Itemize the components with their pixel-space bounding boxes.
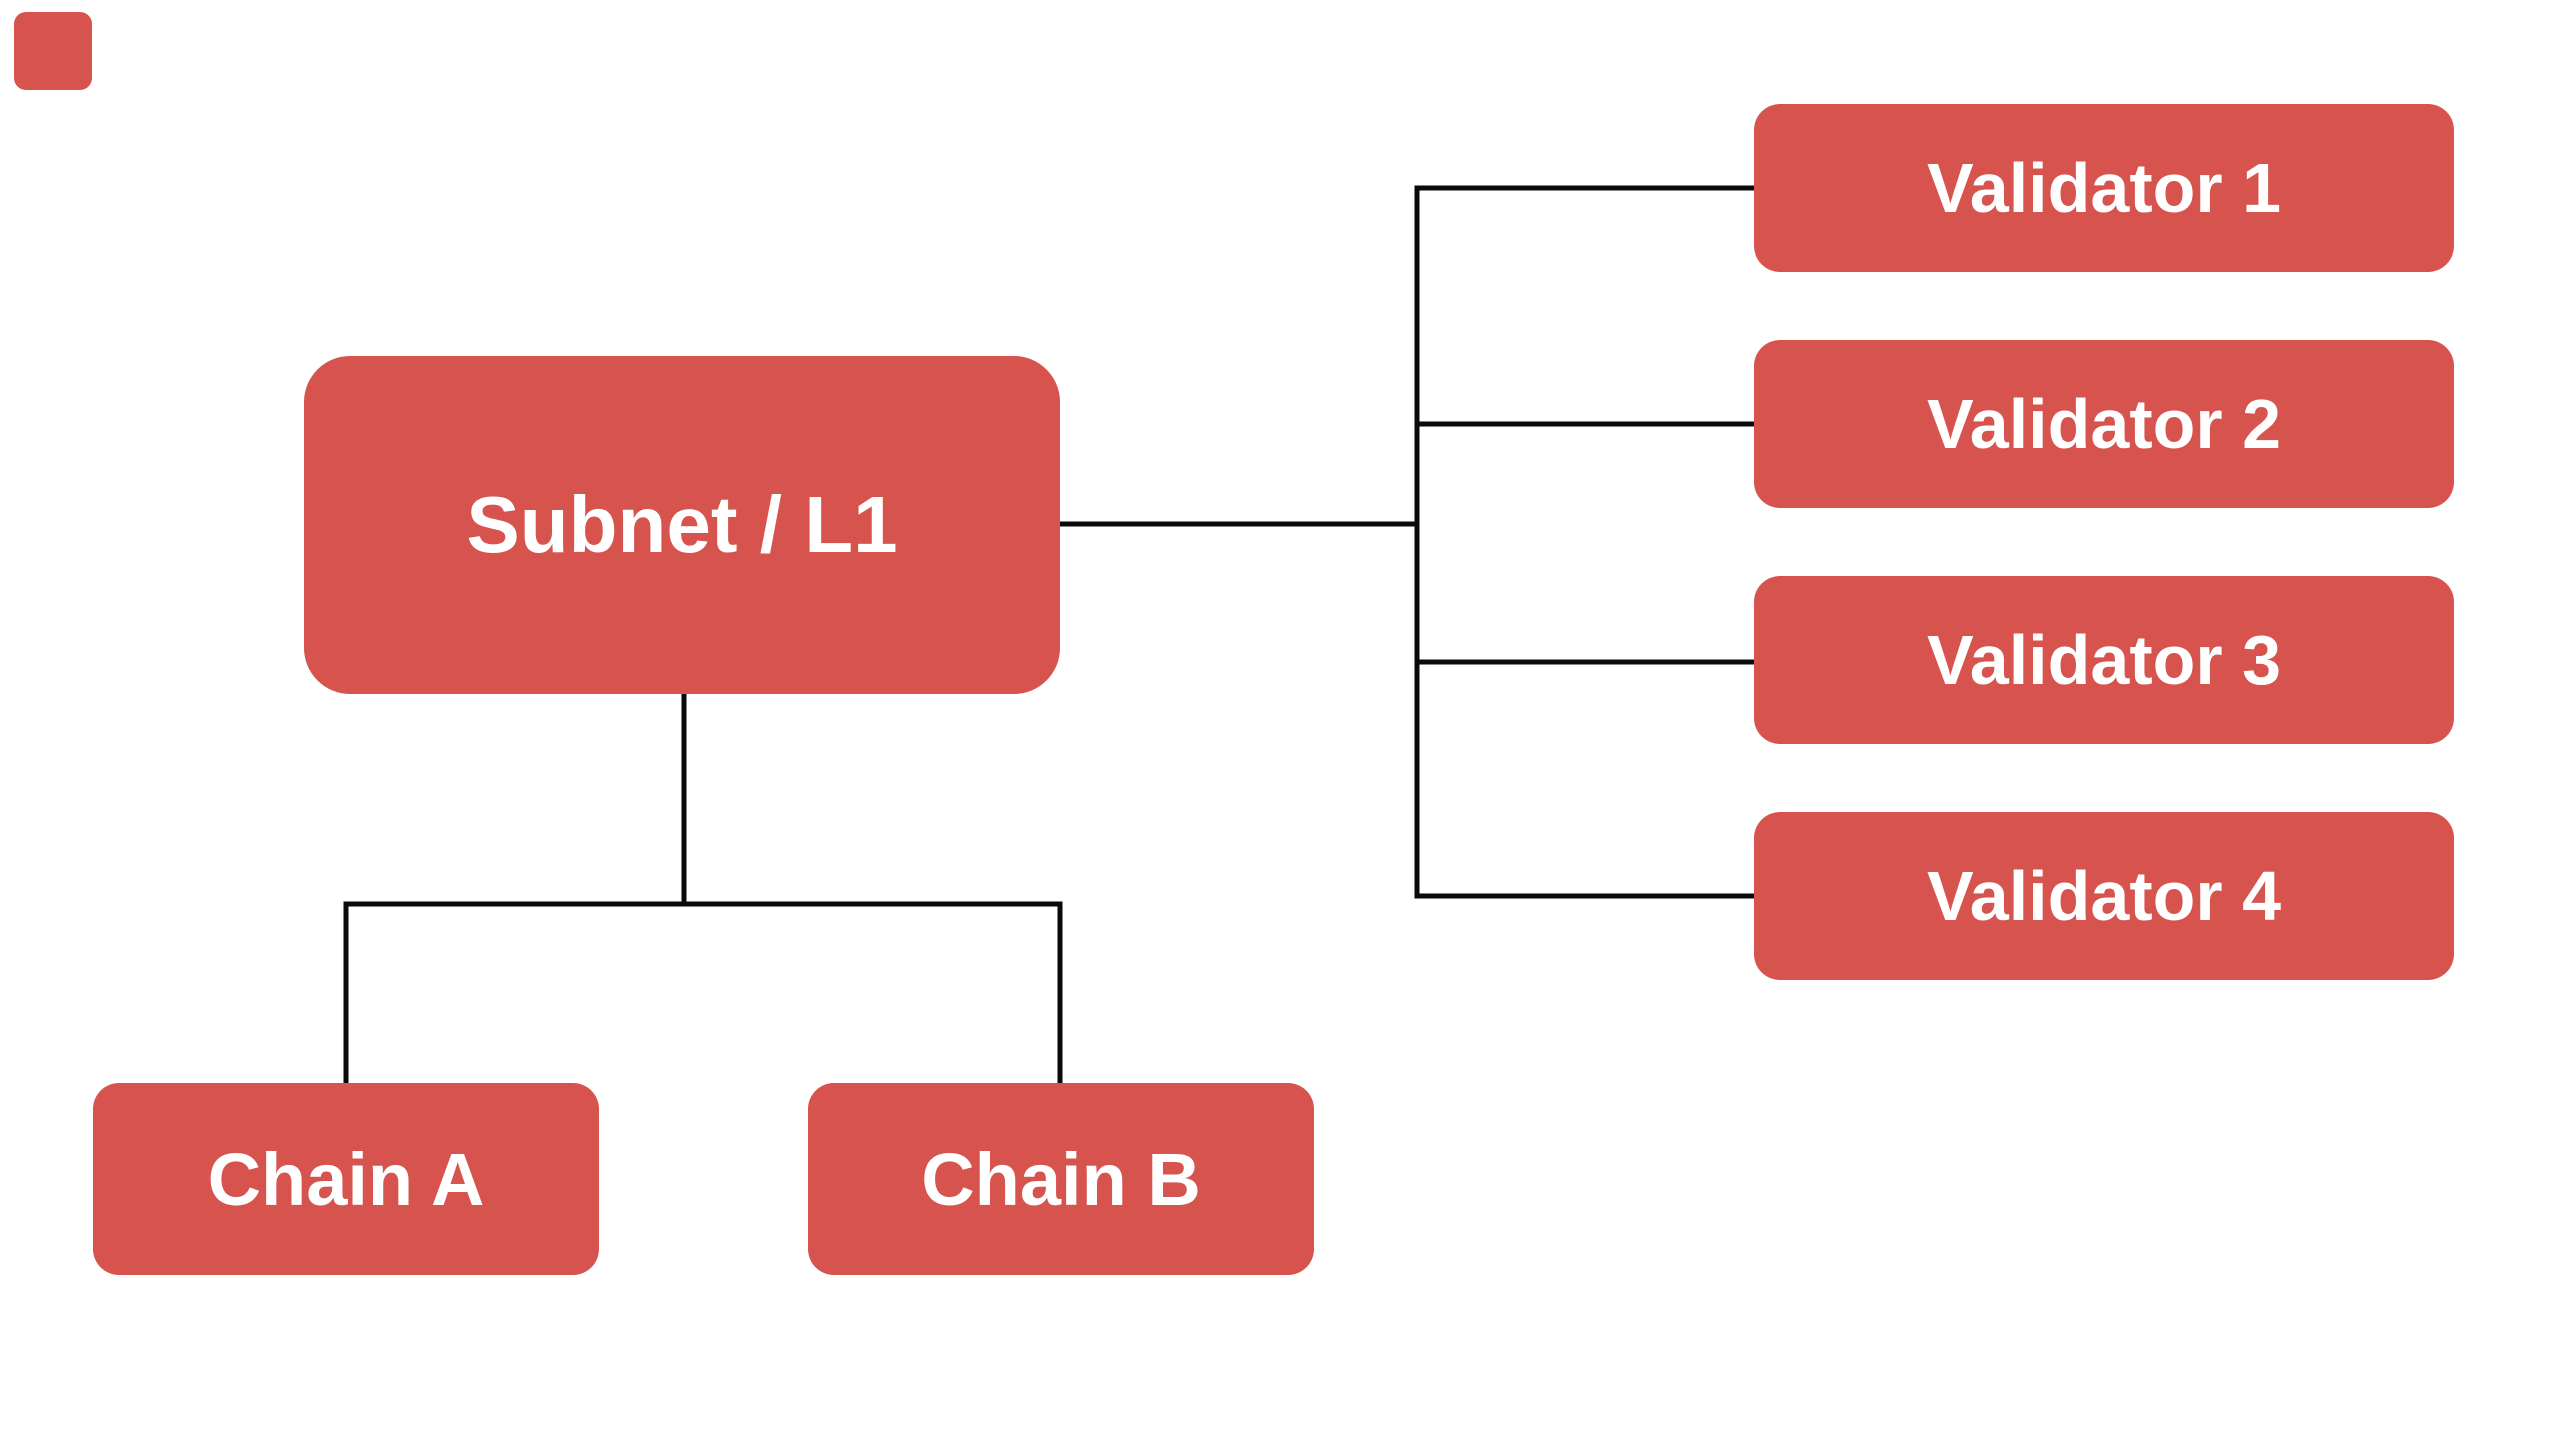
node-validator-4-label: Validator 4 xyxy=(1926,857,2282,935)
node-validator-1-label: Validator 1 xyxy=(1926,149,2282,227)
node-chain-a-label: Chain A xyxy=(207,1137,485,1221)
node-subnet-l1-label: Subnet / L1 xyxy=(466,480,898,569)
node-validator-3-label: Validator 3 xyxy=(1926,621,2282,699)
node-validator-3[interactable]: Validator 3 xyxy=(1754,576,2454,744)
node-subnet-l1[interactable]: Subnet / L1 xyxy=(304,356,1060,694)
node-chain-b[interactable]: Chain B xyxy=(808,1083,1314,1275)
node-chain-b-label: Chain B xyxy=(921,1137,1201,1221)
node-validator-2[interactable]: Validator 2 xyxy=(1754,340,2454,508)
node-chain-a[interactable]: Chain A xyxy=(93,1083,599,1275)
node-validator-1[interactable]: Validator 1 xyxy=(1754,104,2454,272)
corner-marker xyxy=(14,12,92,90)
node-validator-2-label: Validator 2 xyxy=(1926,385,2282,463)
node-validator-4[interactable]: Validator 4 xyxy=(1754,812,2454,980)
